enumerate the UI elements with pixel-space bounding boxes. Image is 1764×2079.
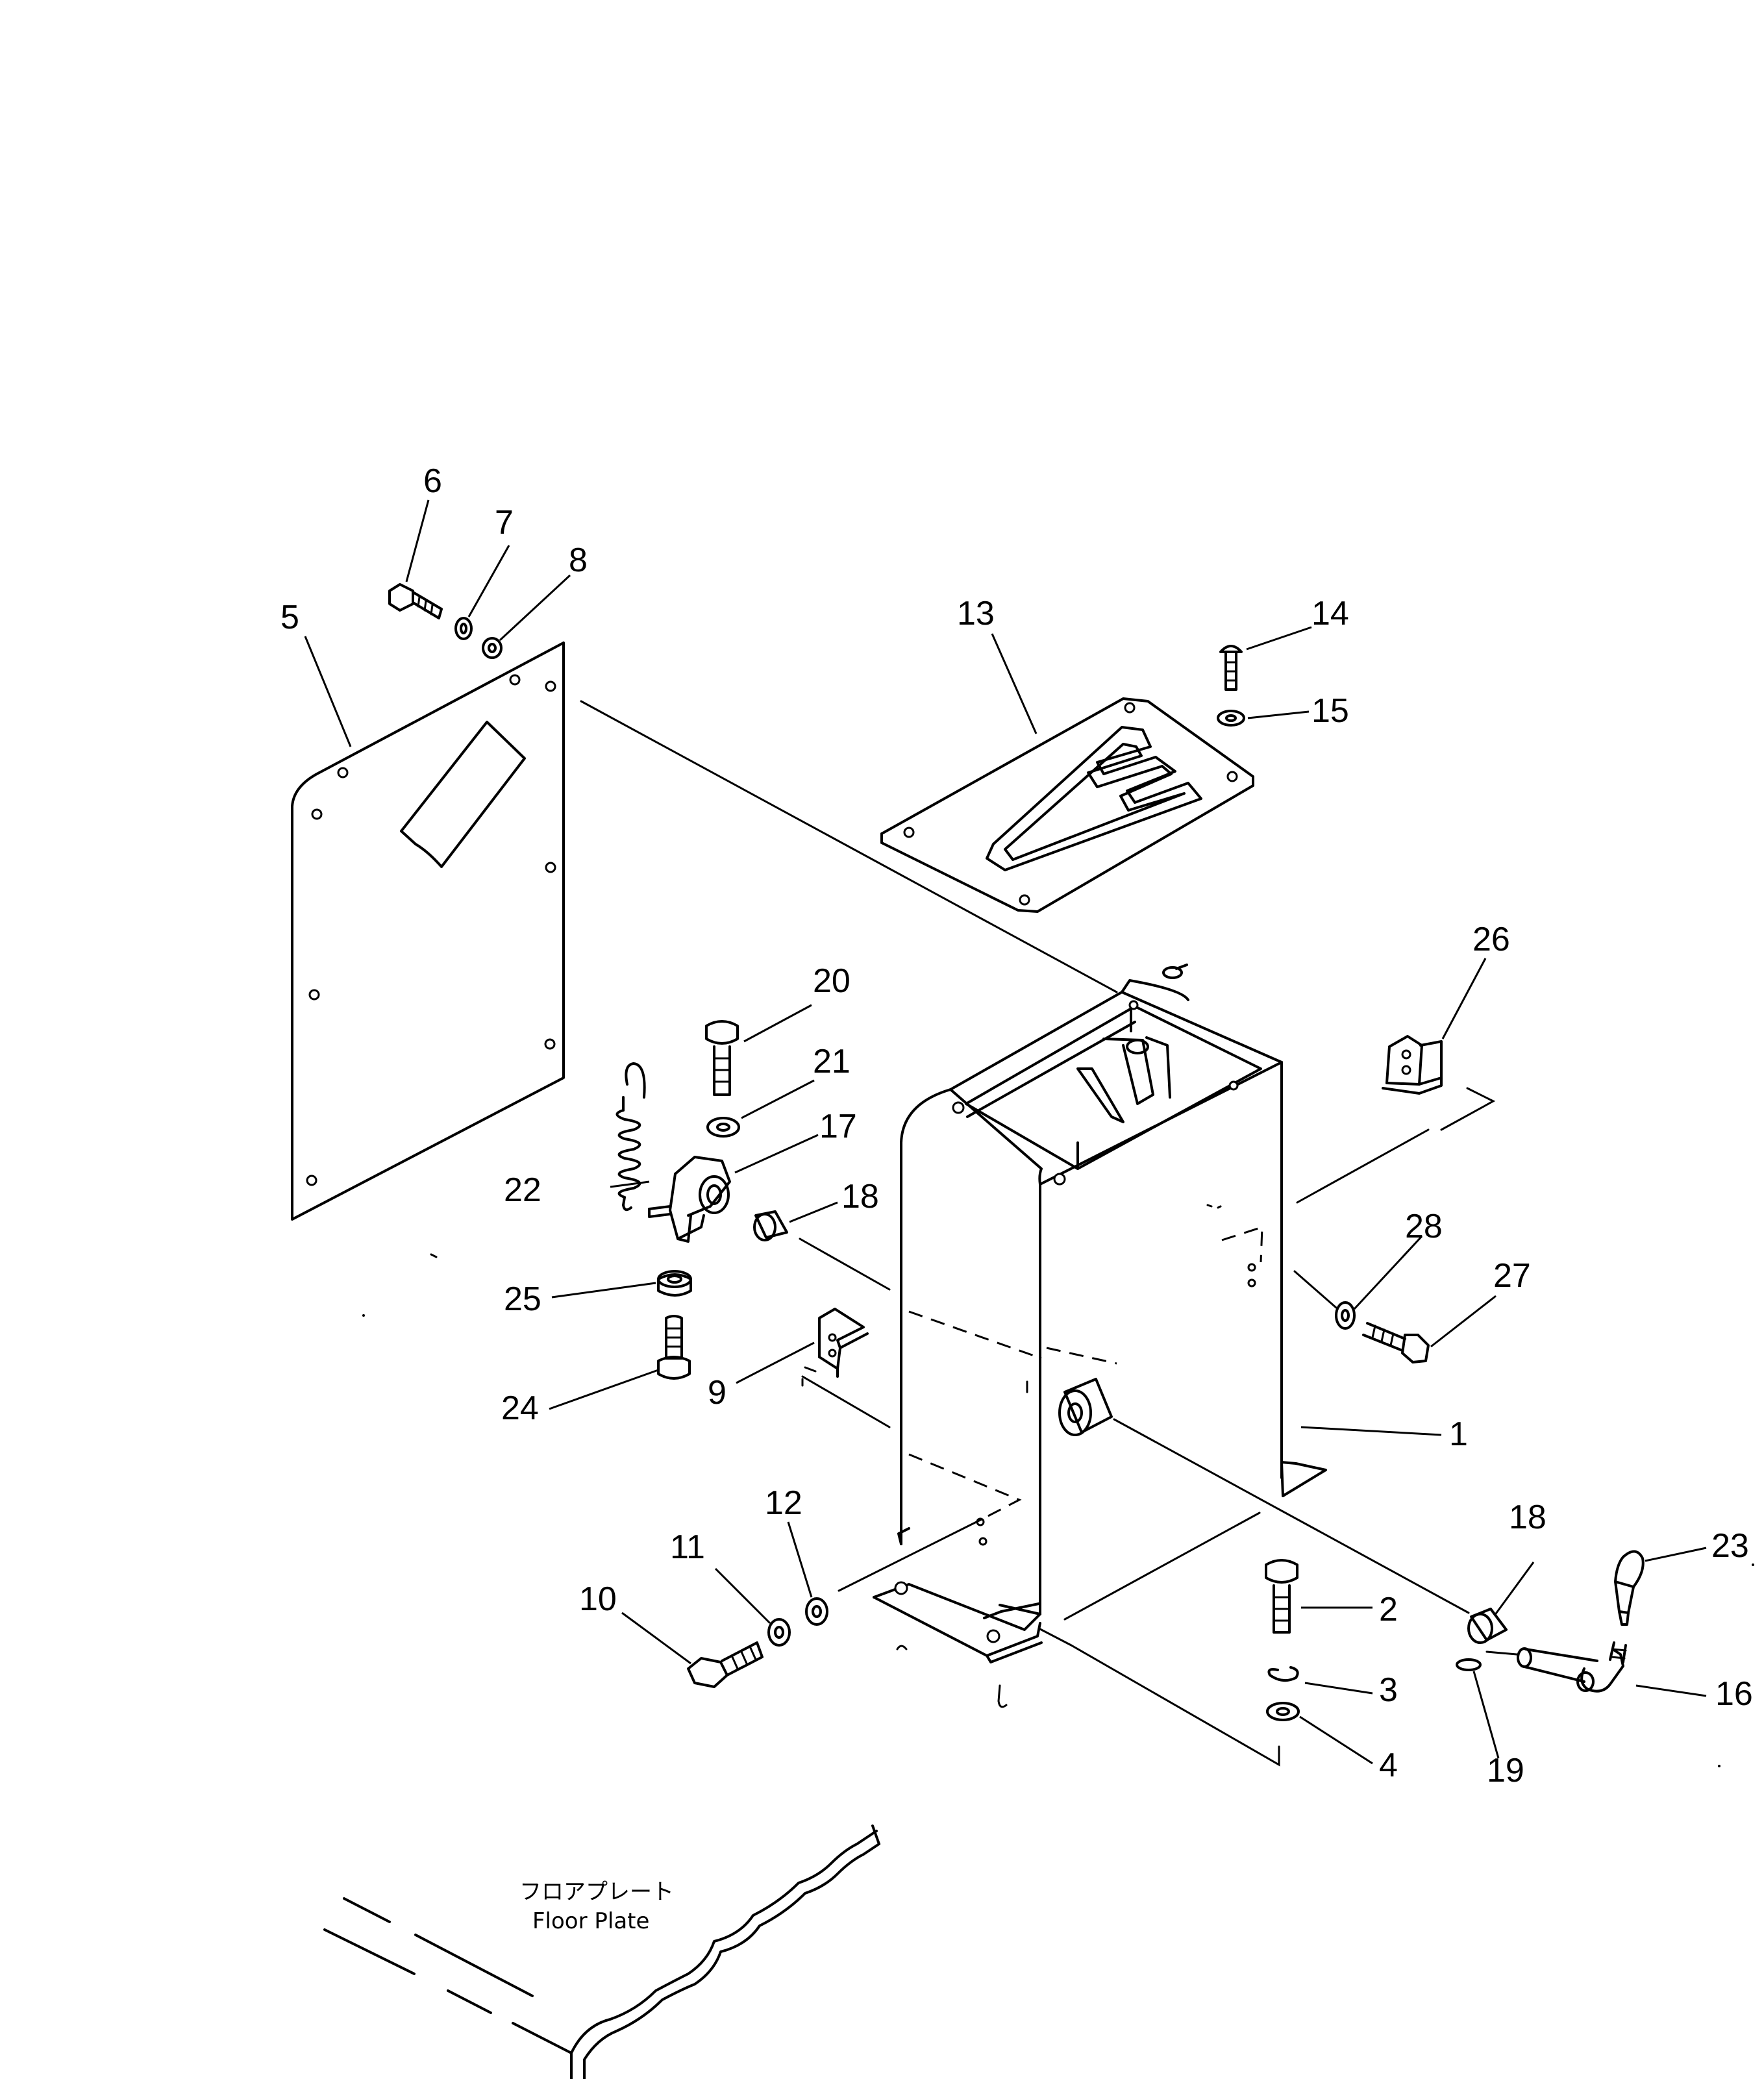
- callout-26: 26: [1472, 921, 1510, 958]
- callout-19: 19: [1487, 1752, 1524, 1789]
- callout-15: 15: [1311, 692, 1349, 730]
- floor-plate: フロアプレート Floor Plate: [323, 1824, 880, 2079]
- callout-18-right: 18: [1509, 1499, 1547, 1536]
- washer-12: [805, 1597, 828, 1626]
- washer-4: [1266, 1702, 1300, 1721]
- control-box: [897, 964, 1327, 1615]
- callout-17: 17: [819, 1108, 857, 1145]
- bolt-27: [1362, 1322, 1430, 1363]
- screw-14: [1219, 645, 1243, 691]
- assembly-lines: [580, 700, 1518, 1767]
- collar: [1058, 1378, 1113, 1436]
- bolt-24: [657, 1315, 691, 1380]
- callout-10: 10: [579, 1580, 617, 1618]
- callout-12: 12: [765, 1484, 802, 1522]
- bracket-9: [818, 1308, 869, 1378]
- callout-4: 4: [1379, 1747, 1398, 1784]
- bolt-6: [388, 583, 443, 619]
- callout-numbers: 6 7 8 5 13 14 15 26 20 21 17 22 18 28 27…: [280, 462, 1753, 1789]
- clip-19: [1456, 1658, 1482, 1671]
- floor-plate-label-en: Floor Plate: [532, 1908, 649, 1934]
- lever-shaft-16: [1517, 1641, 1627, 1693]
- callout-28: 28: [1405, 1208, 1443, 1245]
- bolt-2: [1265, 1559, 1298, 1634]
- washer-11: [767, 1618, 791, 1647]
- bolt-20: [705, 1020, 739, 1096]
- callout-23: 23: [1711, 1527, 1749, 1565]
- bushing-18-left: [753, 1210, 788, 1241]
- cover-panel: [291, 641, 565, 1221]
- callout-7: 7: [495, 504, 514, 542]
- callout-24: 24: [501, 1389, 539, 1427]
- washer-15: [1217, 710, 1245, 727]
- callout-9: 9: [708, 1374, 727, 1412]
- bracket-26: [1382, 1035, 1443, 1095]
- callout-11: 11: [670, 1528, 705, 1566]
- callout-6: 6: [423, 462, 442, 500]
- callout-20: 20: [813, 962, 851, 1000]
- callout-18-left: 18: [841, 1178, 879, 1215]
- callout-22: 22: [504, 1171, 541, 1209]
- callout-5: 5: [280, 599, 299, 636]
- base-bracket: [873, 1581, 1043, 1708]
- callout-leaders: [304, 499, 1707, 1765]
- callout-21: 21: [813, 1043, 851, 1080]
- knob-23: [1614, 1550, 1645, 1626]
- callout-27: 27: [1493, 1257, 1531, 1295]
- spring-washer-3: [1267, 1666, 1299, 1682]
- callout-3: 3: [1379, 1671, 1398, 1709]
- callout-25: 25: [504, 1280, 541, 1318]
- bushing-18-right: [1467, 1608, 1508, 1644]
- lever-bracket-17: [648, 1156, 731, 1243]
- washer-7: [454, 617, 473, 640]
- callout-2: 2: [1379, 1591, 1398, 1628]
- callout-8: 8: [569, 542, 588, 579]
- washer-21: [706, 1117, 740, 1138]
- washer-8: [482, 637, 503, 659]
- callout-1: 1: [1449, 1415, 1468, 1453]
- callout-16: 16: [1715, 1675, 1753, 1713]
- callout-14: 14: [1311, 595, 1349, 632]
- bolt-10: [687, 1641, 764, 1688]
- washer-28: [1335, 1301, 1356, 1330]
- nut-25: [657, 1270, 692, 1297]
- spring-22: [615, 1062, 646, 1212]
- guide-plate: [880, 697, 1254, 913]
- floor-plate-label-jp: フロアプレート: [519, 1879, 674, 1905]
- callout-13: 13: [957, 595, 995, 632]
